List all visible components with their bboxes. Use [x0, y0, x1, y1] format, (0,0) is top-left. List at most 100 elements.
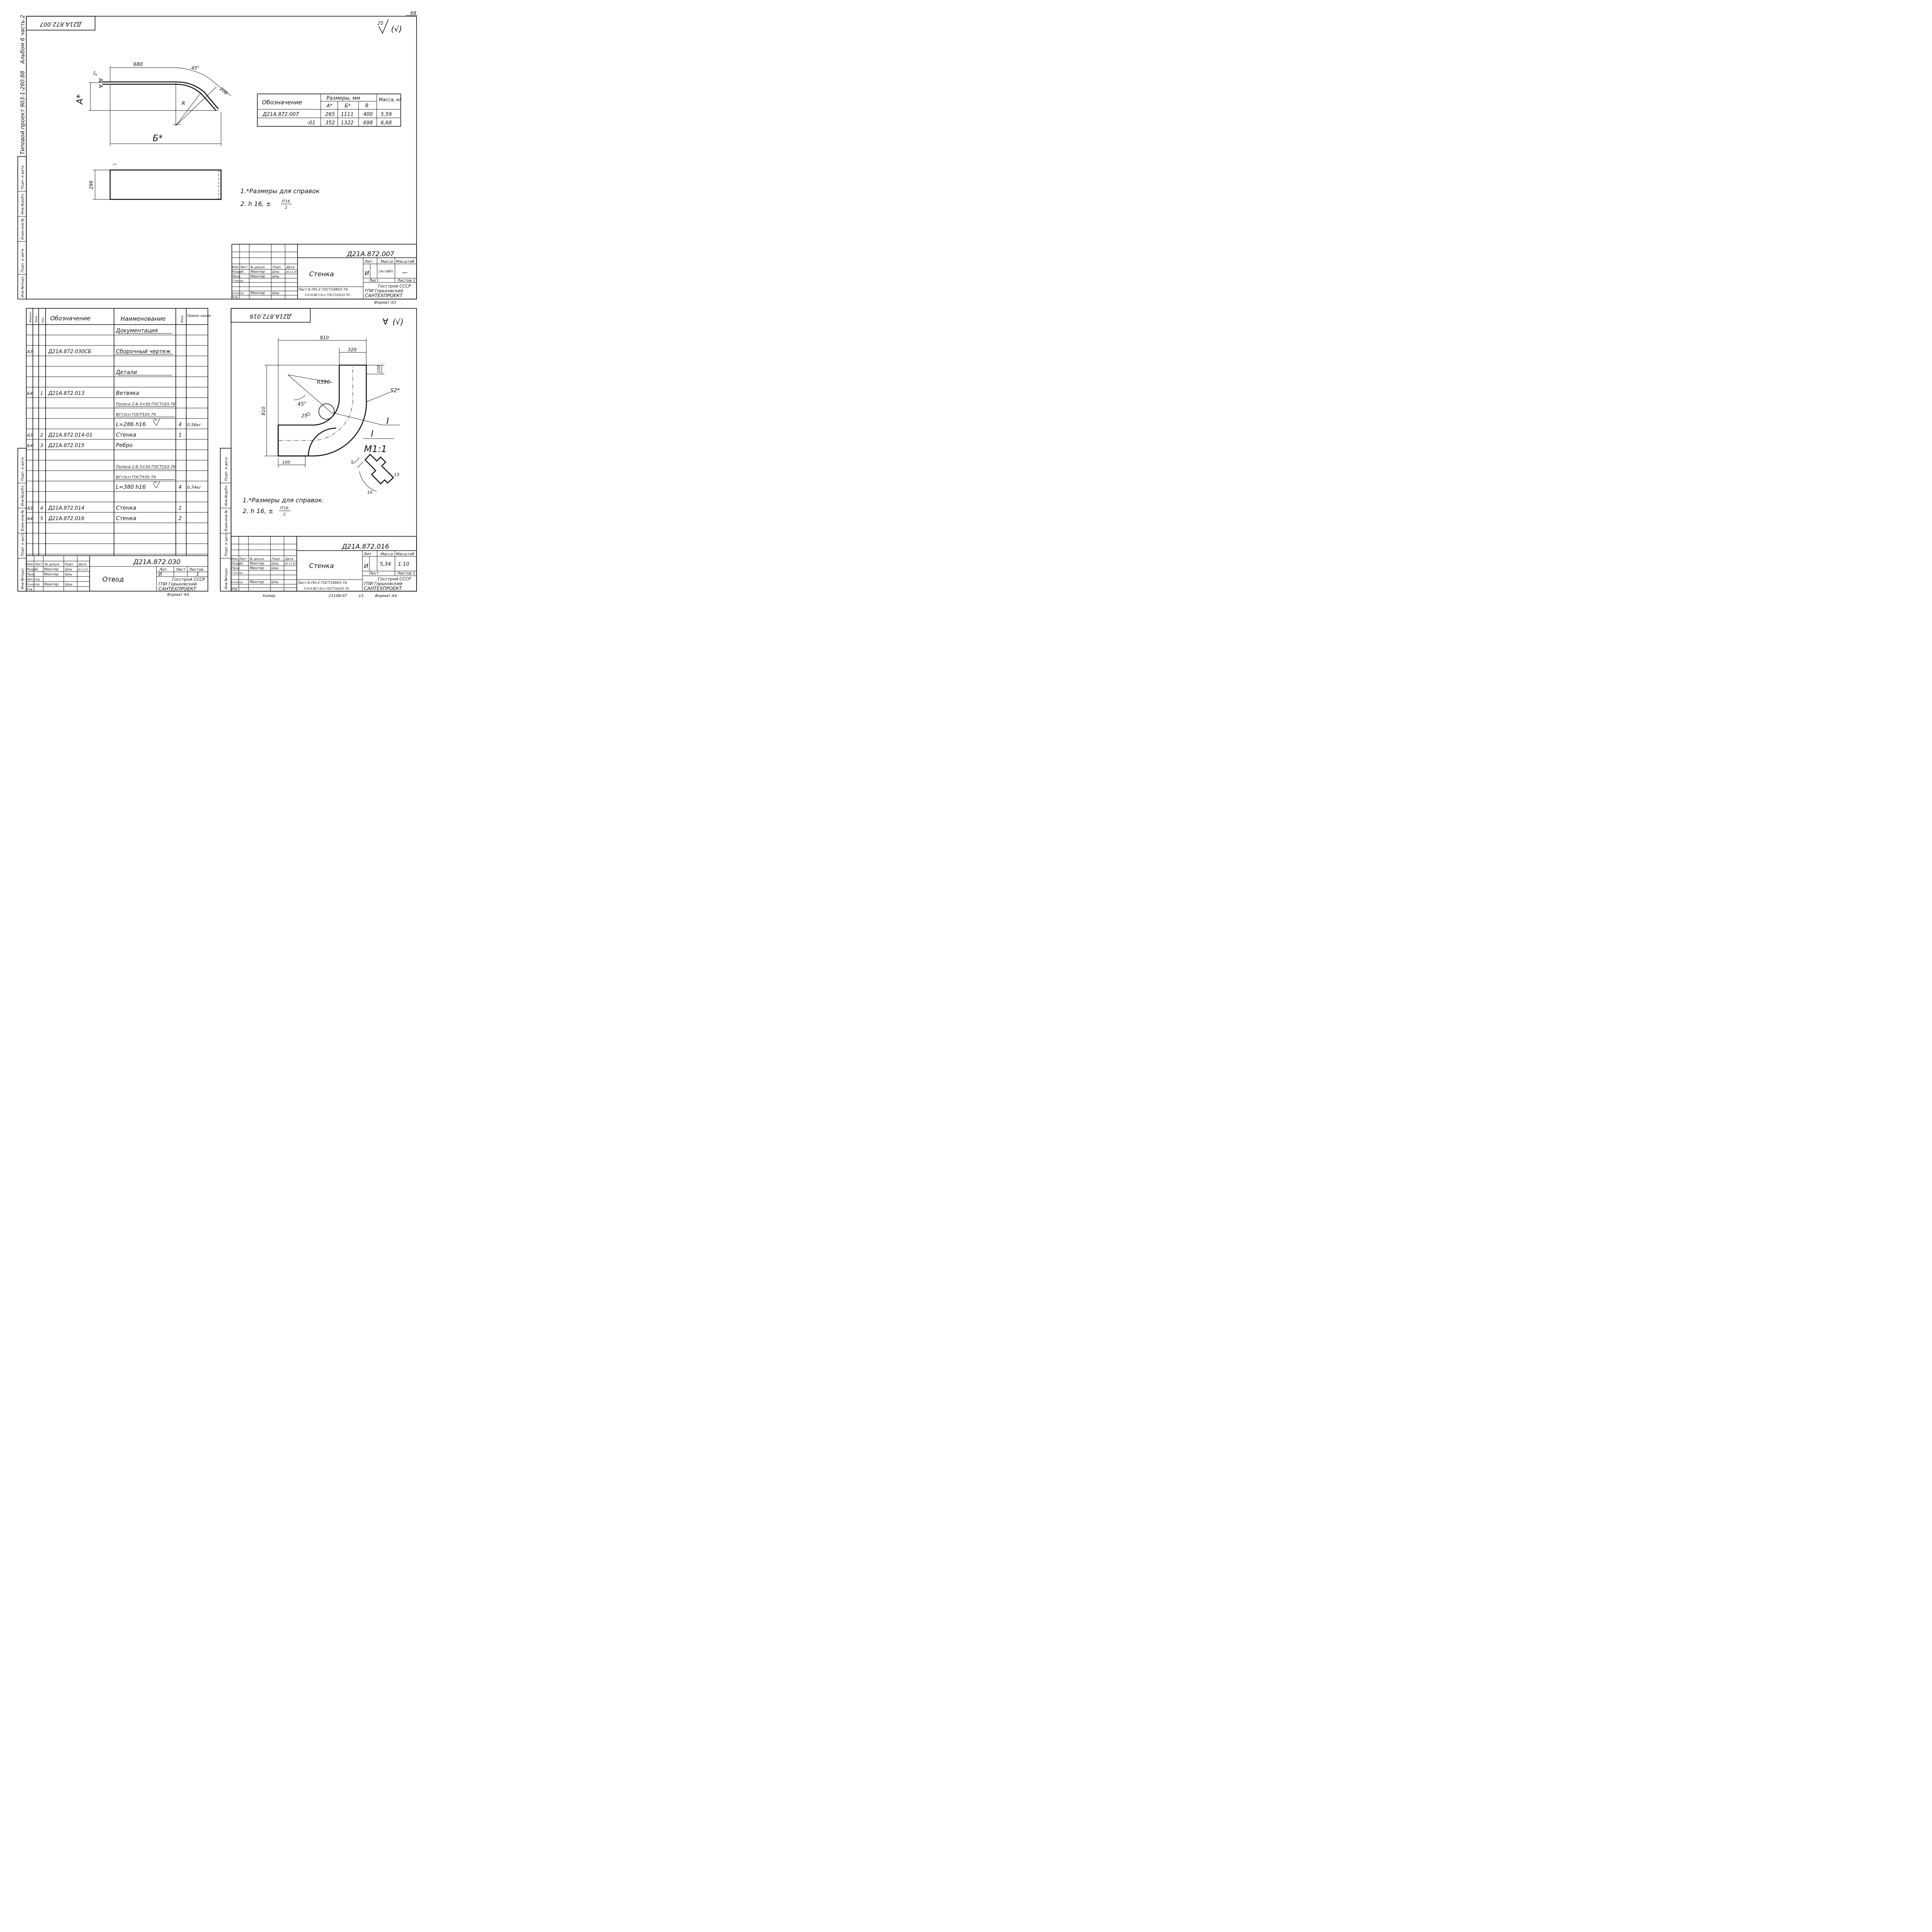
- spec-format-cell: А4: [27, 516, 33, 521]
- svg-text:5: 5: [351, 460, 354, 465]
- svg-text:Н.контр.: Н.контр.: [27, 583, 41, 586]
- spec-head-name: Наименование: [121, 315, 166, 322]
- svg-text:Лист: Лист: [175, 568, 186, 572]
- svg-text:Формат А4: Формат А4: [375, 594, 397, 598]
- svg-text:Подп. и дата: Подп. и дата: [224, 457, 228, 481]
- sheet-3-notes: 1.*Размеры для справок. 2. h 16, ± IT16 …: [243, 497, 324, 517]
- roughness-mark: 25 (√): [378, 19, 402, 34]
- spec-row: ВСт3сп ГОСТ535-79: [115, 413, 175, 417]
- svg-text:Пров.: Пров.: [231, 566, 240, 570]
- spec-note-cell: 0,74кг: [187, 485, 201, 490]
- svg-text:I: I: [371, 429, 374, 439]
- svg-text:ГПИ Горьковский: ГПИ Горьковский: [158, 582, 197, 587]
- spec-qty-cell: 1: [179, 432, 182, 438]
- svg-text:Подп. и дата: Подп. и дата: [21, 533, 25, 556]
- page-number: 68: [410, 10, 417, 16]
- spec-name-cell: Ребро: [116, 442, 133, 449]
- svg-text:№ докум.: № докум.: [250, 265, 265, 269]
- svg-text:Утв.: Утв.: [27, 588, 33, 591]
- spec-code: Д21А.872.030: [133, 558, 180, 566]
- svg-text:Взам.инв.№: Взам.инв.№: [21, 510, 25, 531]
- spec-format-cell: А3: [27, 433, 33, 438]
- svg-text:Приме-чание: Приме-чание: [187, 314, 211, 318]
- svg-text:100: 100: [282, 460, 290, 465]
- svg-text:САНТЕХПРОЕКТ: САНТЕХПРОЕКТ: [365, 293, 403, 298]
- svg-text:25: 25: [301, 413, 307, 418]
- spec-roughness-value: 25: [153, 481, 157, 484]
- spec-note-cell: 0,56кг: [187, 422, 201, 427]
- sheet-1-code: Д21А.872.007: [347, 250, 394, 258]
- sheet-1-title-block: Д21А.872.007 Стенка Лит. Масса Масштаб И…: [231, 244, 417, 305]
- svg-text:(√): (√): [393, 317, 403, 327]
- strip-box: [17, 156, 27, 299]
- spec-row: Документация: [116, 328, 172, 334]
- svg-text:6,68: 6,68: [381, 120, 392, 126]
- svg-text:Мюнтер: Мюнтер: [44, 583, 59, 587]
- svg-text:Поз.: Поз.: [41, 317, 44, 323]
- spec-title-block: Д21А.872.030 Отвод Лит. Лист Листов И 1 …: [26, 555, 208, 597]
- svg-text:2. h 16, ±: 2. h 16, ±: [243, 507, 274, 515]
- strip-cell-2: Инв.№дубл.: [21, 193, 25, 214]
- table-head-designation: Обозначение: [262, 99, 302, 106]
- sheet-3-title-block: Д21А.872.016 Стенка Лит. Масса Масштаб И…: [231, 536, 417, 598]
- svg-text:И: И: [364, 563, 368, 570]
- svg-text:Изм: Изм: [232, 265, 238, 269]
- svg-text:∀: ∀: [98, 78, 104, 82]
- sheet-1-stamp-box: [26, 16, 95, 31]
- spec-qty-cell: 2: [179, 516, 182, 522]
- svg-text:Лист Б-ПН-2 ГОСТ19903-74: Лист Б-ПН-2 ГОСТ19903-74: [298, 288, 348, 292]
- svg-text:2*: 2*: [93, 71, 98, 76]
- svg-text:Т.контр.: Т.контр.: [231, 571, 243, 575]
- spec-format-cell: А3: [27, 349, 33, 354]
- svg-text:Мюнтер: Мюнтер: [250, 580, 264, 584]
- svg-text:1.*Размеры для справок.: 1.*Размеры для справок.: [243, 497, 324, 504]
- svg-text:5,34: 5,34: [380, 561, 391, 567]
- svg-text:Масса: Масса: [381, 552, 393, 556]
- svg-text:Н.контр.: Н.контр.: [231, 581, 243, 584]
- svg-text:Разраб.: Разраб.: [232, 270, 244, 274]
- svg-text:45°: 45°: [191, 65, 199, 71]
- svg-text:2. h 16, ±: 2. h 16, ±: [240, 200, 271, 207]
- svg-text:R: R: [182, 101, 185, 107]
- flat-strip-view: 296: [88, 164, 222, 200]
- spec-format-cell: Б4: [27, 391, 33, 396]
- svg-text:Подп. и дата: Подп. и дата: [224, 533, 228, 556]
- sheet-3: Д21А.872.016 ∀ (√) 45° 25 R390 S2* I 810: [220, 308, 417, 598]
- svg-text:Инв.№дубл.: Инв.№дубл.: [21, 485, 25, 506]
- svg-text:20.11.87: 20.11.87: [286, 270, 298, 274]
- svg-text:Листов 1: Листов 1: [397, 571, 415, 576]
- svg-text:∀: ∀: [383, 317, 388, 327]
- svg-text:Формат: Формат: [29, 311, 32, 323]
- spec-name-cell: ВСт3сп ГОСТ535-79: [116, 413, 156, 417]
- spec-pos-cell: 1: [40, 391, 43, 396]
- svg-text:Госстрой СССР: Госстрой СССР: [172, 577, 205, 582]
- svg-text:Изм: Изм: [231, 557, 238, 561]
- svg-text:Масштаб: Масштаб: [396, 259, 415, 264]
- table-head-mass: Масса, кг: [379, 97, 402, 102]
- svg-text:I: I: [386, 417, 389, 426]
- svg-text:-01: -01: [307, 120, 315, 126]
- svg-text:Пров.: Пров.: [232, 275, 241, 278]
- spec-name-cell: L=380 h16: [116, 484, 146, 490]
- svg-text:Б*: Б*: [345, 103, 351, 109]
- svg-text:2: 2: [285, 206, 287, 210]
- svg-text:Мюнтер: Мюнтер: [250, 562, 264, 566]
- svg-text:400: 400: [363, 112, 373, 117]
- svg-text:Утв.: Утв.: [231, 588, 238, 591]
- svg-text:320: 320: [348, 347, 357, 352]
- spec-name-cell: Документация: [116, 328, 158, 334]
- drawing-sheet: 68 Д21А.872.007 Альбом 6 часть 2 Типовой…: [17, 10, 417, 598]
- svg-text:Шму: Шму: [65, 573, 73, 576]
- svg-text:2: 2: [283, 512, 286, 517]
- svg-text:Н.контр.: Н.контр.: [232, 292, 244, 295]
- spec-name-cell: Полоса 2-Б-5×50 ГОСТ103-76: [116, 402, 175, 406]
- svg-text:Шму: Шму: [65, 583, 73, 586]
- svg-text:23108-07: 23108-07: [328, 594, 347, 598]
- svg-text:ГПИ Горьковский: ГПИ Горьковский: [365, 288, 403, 293]
- svg-text:И: И: [158, 571, 162, 577]
